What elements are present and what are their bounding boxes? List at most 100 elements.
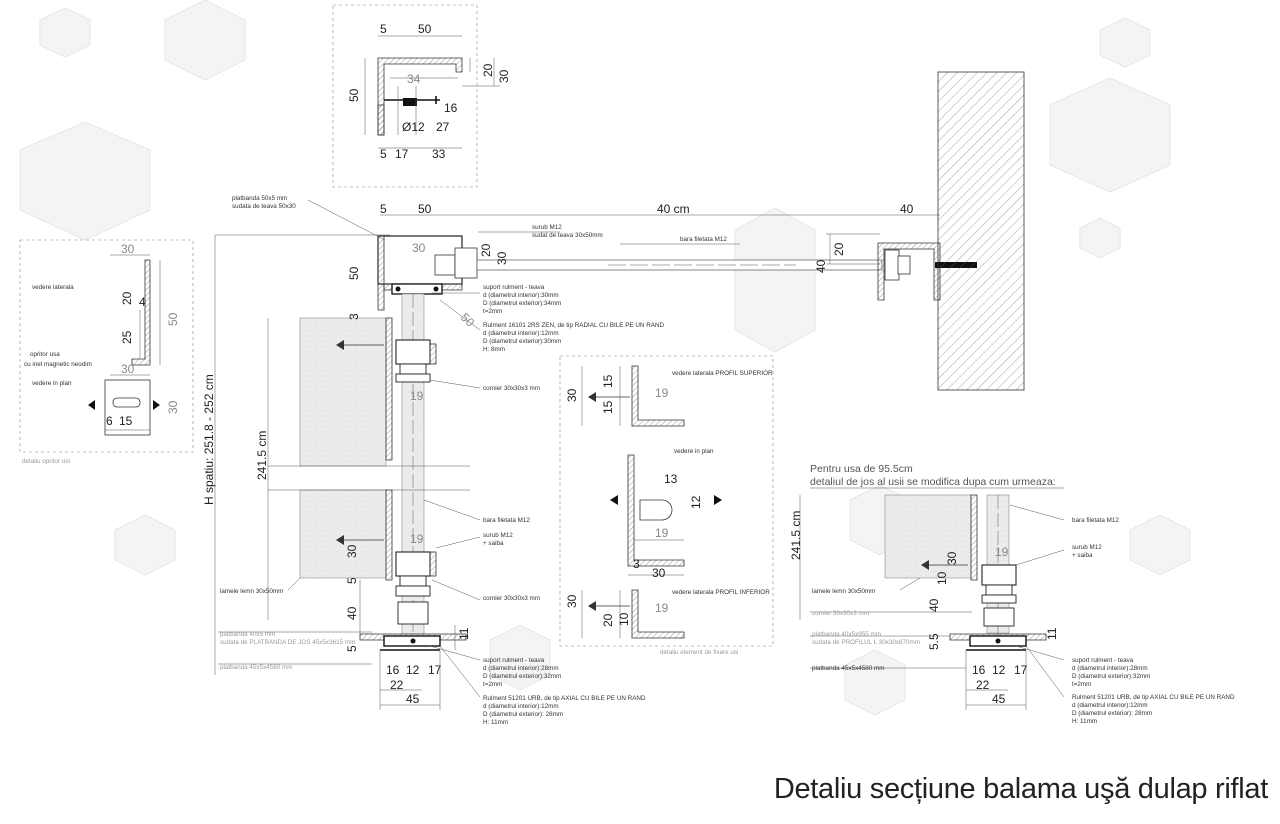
dim-40cm: 40 cm xyxy=(657,202,690,216)
label-suport-b-t: t=2mm xyxy=(483,681,502,688)
hex-decoration xyxy=(164,0,246,81)
label-platbanda-top: platbanda 50x5 mm xyxy=(232,195,287,202)
hinge-sleeve-lower xyxy=(395,551,431,577)
caption-fixare: detaliu element de fixare usi xyxy=(660,649,738,656)
label-rulment-H: H: 11mm xyxy=(1072,718,1097,725)
opritor-slot xyxy=(112,397,141,408)
label-suport-d: d (diametrul interior):30mm xyxy=(483,292,559,299)
dim-b17: 17 xyxy=(428,663,442,677)
leader xyxy=(435,536,481,549)
label-suport: suport rulment - teava xyxy=(1072,657,1134,664)
dim-5-bottom: 5 xyxy=(380,147,387,161)
dim-30-top: 30 xyxy=(121,242,135,256)
hinge-sleeve-upper xyxy=(395,339,431,365)
dim-50: 50 xyxy=(166,312,180,326)
dim-20: 20 xyxy=(481,63,495,77)
background-hexagons xyxy=(19,0,1191,716)
label-suport-D: D (diametrul exterior):34mm xyxy=(483,300,561,307)
dim-40: 40 xyxy=(927,598,941,612)
hex-decoration xyxy=(1129,514,1191,576)
dim-b16: 16 xyxy=(972,663,986,677)
dim-2415: 241.5 cm xyxy=(789,511,803,560)
dim-3: 3 xyxy=(347,313,361,320)
dim-h-spatiu: H spatiu: 251.8 - 252 cm xyxy=(202,374,216,505)
dim-p13: 13 xyxy=(664,472,678,486)
hinge-nut xyxy=(981,594,1017,604)
dim-b17: 17 xyxy=(1014,663,1028,677)
label-platbanda-40: platbanda 40x5 mm xyxy=(220,631,275,638)
dim-box-30: 30 xyxy=(412,241,426,255)
dim-33: 33 xyxy=(432,147,446,161)
dim-b45: 45 xyxy=(406,692,420,706)
label-surub-m12-2: sudat de teava 30x50mm xyxy=(532,232,603,239)
leader xyxy=(429,379,481,389)
leader xyxy=(307,199,386,241)
label-suport-b-D: D (diametrul exterior):32mm xyxy=(483,673,561,680)
hex-decoration xyxy=(39,7,91,58)
label-platbanda40: platbanda 40x5x955 mm xyxy=(812,631,881,638)
label-rulment-D: D (diametrul exterior): 28mm xyxy=(1072,710,1152,717)
label-platbanda40b: sudata de PROFILUL L 30x30x870mm xyxy=(812,639,920,646)
dim-16: 16 xyxy=(444,101,458,115)
dim-b22: 22 xyxy=(976,678,990,692)
label-rulment-b-d: d (diametrul interior):12mm xyxy=(483,703,559,710)
label-vedere-laterala: vedere laterala xyxy=(32,284,74,291)
hex-decoration xyxy=(114,514,176,576)
dim-wall-40: 40 xyxy=(814,259,828,273)
dim-15: 15 xyxy=(119,414,133,428)
fixare-frame xyxy=(559,355,774,647)
dim-s30: 30 xyxy=(565,388,579,402)
leader xyxy=(431,579,481,601)
label-rulment-b: Rulment 51201 URB, de tip AXIAL CU BILE … xyxy=(483,695,646,702)
label-bara-filetata: bara filetata M12 xyxy=(680,236,727,243)
note-detaliu: detaliul de jos al usii se modifica dupa… xyxy=(810,476,1056,488)
profil-inferior xyxy=(631,589,685,639)
label-platbanda-40b: sudata de PLATBANDA DE JOS 45x5x3615 mm xyxy=(220,639,355,646)
hex-decoration xyxy=(734,207,816,353)
dim-5: 5 xyxy=(380,202,387,216)
label-rulment: Rulment 16101 2RS ZEN, de tip RADIAL CU … xyxy=(483,322,664,329)
label-rulment-b-H: H: 11mm xyxy=(483,719,508,726)
label-suport-b: suport rulment - teava xyxy=(483,657,545,664)
label-vedere-in-plan: vedere in plan xyxy=(32,380,72,387)
cornier-flange-lower xyxy=(429,551,437,577)
bearing-support xyxy=(983,607,1015,627)
label-suport-D: D (diametrul exterior):32mm xyxy=(1072,673,1150,680)
dim-4: 4 xyxy=(139,295,146,309)
dim-19b: 19 xyxy=(410,532,424,546)
dim-i20: 20 xyxy=(601,613,615,627)
cornier xyxy=(970,494,978,581)
wall xyxy=(937,71,1025,391)
label-surub-m12-b: surub M12 xyxy=(483,532,513,539)
profil-superior xyxy=(631,365,685,427)
hex-decoration xyxy=(1099,17,1151,68)
section-arrow xyxy=(88,400,95,410)
dim-b45: 45 xyxy=(992,692,1006,706)
nut-block xyxy=(403,98,417,106)
screw-tip xyxy=(336,535,344,545)
label-rulment-b-D: D (diametrul exterior): 28mm xyxy=(483,711,563,718)
hinge-sleeve xyxy=(981,564,1017,586)
label-lamele: lamele lemn 30x50mm xyxy=(220,588,283,595)
bearing-support xyxy=(397,601,429,625)
label-rulment-d: d (diametrul interior):12mm xyxy=(1072,702,1148,709)
dim-phi12: Ø12 xyxy=(402,120,425,134)
main-section: platbanda 50x5 mm sudata de teava 50x30 … xyxy=(202,71,1025,726)
label-saiba: + saiba xyxy=(1072,552,1093,559)
dim-19: 19 xyxy=(995,545,1009,559)
dim-30: 30 xyxy=(945,551,959,565)
hinge-ring xyxy=(985,584,1013,596)
leader xyxy=(439,645,481,698)
wall-nut xyxy=(884,249,900,281)
label-bara-filetata-2: bara filetata M12 xyxy=(483,517,530,524)
dim-20: 20 xyxy=(120,291,134,305)
cornier-lower xyxy=(385,489,393,581)
label-rulment-D: D (diametrul exterior):30mm xyxy=(483,338,561,345)
leader xyxy=(1015,645,1065,661)
dim-20: 20 xyxy=(479,243,493,257)
dim-i19: 19 xyxy=(655,601,669,615)
leader xyxy=(1009,504,1065,521)
dim-p3: 3 xyxy=(633,557,640,571)
leader xyxy=(899,577,921,591)
